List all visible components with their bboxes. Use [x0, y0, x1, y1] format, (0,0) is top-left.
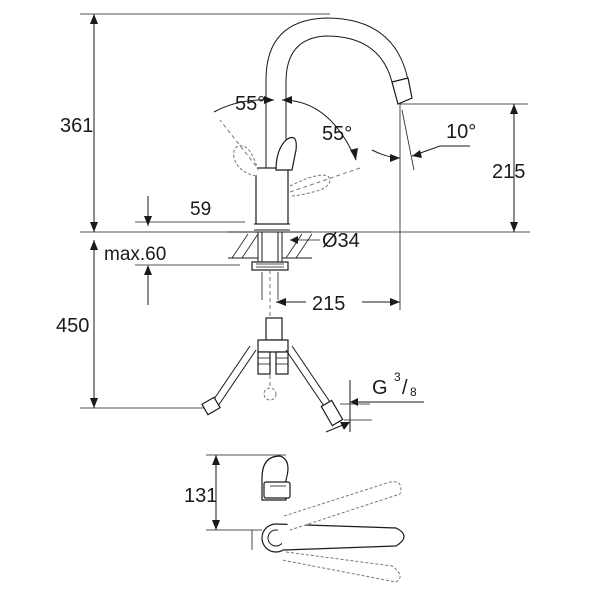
thread-connection-label: G 3 / 8	[325, 370, 424, 433]
label-thread-numerator: 3	[394, 370, 401, 384]
dimension-counter-thickness: max.60	[104, 244, 240, 305]
label-spout-height: 215	[492, 161, 525, 183]
label-top-view-height: 131	[184, 485, 217, 507]
label-lever-height: 59	[190, 199, 211, 220]
label-total-height: 361	[60, 115, 93, 137]
dimension-spout-reach: 215	[276, 290, 400, 315]
faucet-body	[254, 17, 413, 231]
label-hole-diameter: Ø34	[322, 230, 360, 252]
angle-lever-right: 55°	[281, 96, 358, 161]
under-counter-assembly	[257, 270, 289, 401]
label-counter-thickness: max.60	[104, 244, 166, 265]
label-thread-denominator: 8	[410, 385, 417, 399]
angle-spout-tilt: 10°	[371, 104, 476, 310]
label-lever-angle-right: 55°	[322, 123, 352, 145]
dimension-total-height: 361	[60, 13, 330, 232]
label-spout-reach: 215	[312, 293, 345, 315]
flexible-hoses	[201, 345, 372, 432]
label-spout-tilt: 10°	[446, 121, 476, 143]
angle-lever-left: 55°	[213, 93, 275, 115]
label-below-counter: 450	[56, 315, 89, 337]
lever-ghost-positions	[219, 119, 361, 197]
top-view: 131	[184, 454, 405, 583]
label-lever-angle-left: 55°	[235, 93, 265, 115]
counter-section	[228, 231, 313, 271]
dimension-hole-diameter: Ø34	[290, 230, 360, 252]
svg-text:/: /	[402, 377, 408, 399]
dimension-lever-height: 59	[135, 196, 245, 226]
dimension-spout-height: 215	[400, 103, 528, 232]
label-thread-g: G	[372, 377, 388, 399]
dimension-below-counter: 450	[56, 240, 210, 409]
